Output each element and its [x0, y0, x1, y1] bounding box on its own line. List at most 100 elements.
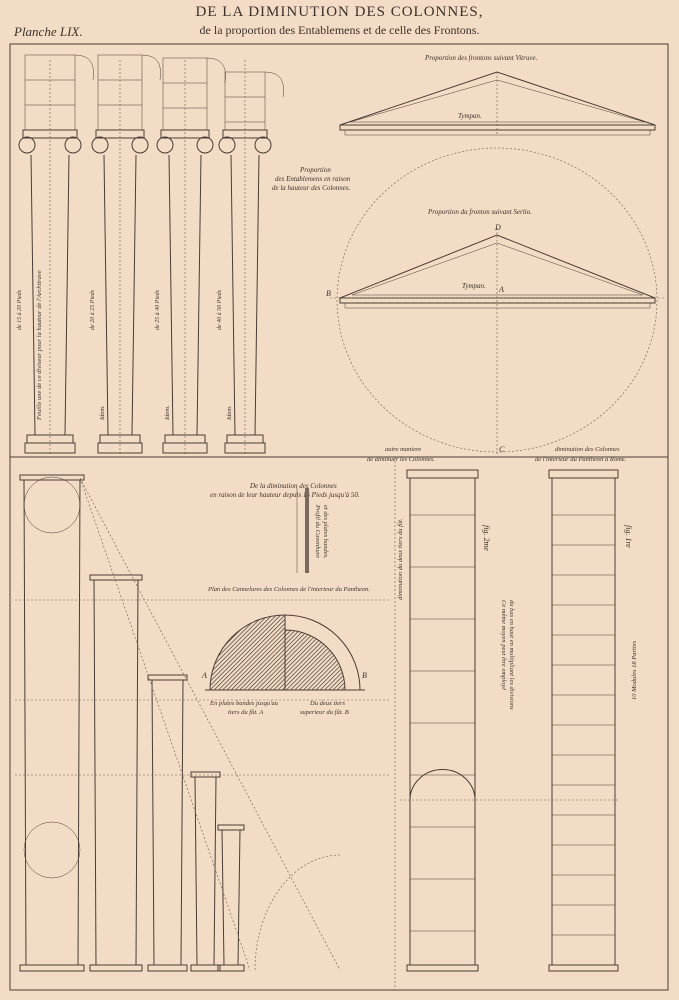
flute-plan	[205, 614, 365, 691]
plan-caption: Plan des Cannelures des Colonnes de l'in…	[207, 586, 370, 593]
plate-subtitle: de la proportion des Entablemens et de c…	[199, 23, 480, 37]
capital	[217, 824, 245, 831]
base	[548, 964, 619, 972]
caption-right-1: diminution des Colonnes	[555, 446, 620, 453]
construction-lines	[79, 477, 341, 971]
base	[406, 964, 479, 972]
ionic-column: Idem. de 25 à 40 Pieds	[154, 57, 226, 455]
serlio-tympan: Tympan.	[462, 282, 486, 290]
diminution-circle	[23, 821, 81, 879]
point-a: A	[498, 285, 504, 294]
cornice-profile	[264, 71, 284, 98]
column-height: de 20 à 25 Pieds	[90, 289, 96, 330]
pantheon-columns	[400, 469, 620, 972]
column-height: de 40 à 50 Pieds	[216, 289, 223, 330]
volute	[91, 136, 109, 154]
column-note: Idem.	[164, 405, 171, 421]
column-height: de 25 à 40 Pieds	[154, 289, 161, 330]
shaft-text: diminution du deux tiers du fût.	[397, 518, 404, 600]
shaft	[30, 154, 70, 436]
volute	[218, 136, 236, 154]
diminution-columns	[15, 474, 390, 972]
volute	[64, 136, 82, 154]
diminution-circle	[23, 476, 81, 534]
plain-column	[217, 824, 245, 972]
shaft	[194, 776, 217, 966]
capital	[89, 574, 143, 581]
cavenhure-profile	[296, 488, 309, 573]
pediment-vitruve	[339, 71, 656, 136]
vitruve-tympan: Tympan.	[458, 112, 482, 120]
shaft	[151, 679, 184, 966]
plate-number: Planche LIX.	[14, 24, 83, 39]
capital	[147, 674, 188, 681]
semicircle	[409, 769, 476, 801]
plinth	[224, 442, 266, 454]
volute	[196, 136, 214, 154]
note-b-2: superieur du fût. B	[300, 709, 349, 716]
profile-caption-1: Profil du Cavenhure	[314, 504, 321, 558]
note-b-1: Du deux tiers	[309, 700, 345, 707]
ionic-columns: Feuille une de ce diviseur pour la haute…	[17, 54, 284, 455]
point-d: D	[494, 223, 501, 232]
fig1-text: 10 Modules 18 Parties	[631, 640, 638, 700]
plain-column	[89, 574, 143, 972]
volute	[131, 136, 149, 154]
cornice-profile	[74, 54, 94, 81]
base	[217, 964, 245, 972]
base	[89, 964, 143, 972]
base	[147, 964, 188, 972]
volute	[254, 136, 272, 154]
pantheon-column	[548, 469, 619, 972]
base	[190, 964, 221, 972]
caption-right-2: de l'interieur du Pantheon à Rome.	[535, 456, 627, 463]
point-c: C	[499, 445, 505, 454]
column-note: Feuille une de ce diviseur pour la haute…	[36, 270, 43, 421]
bottom-left-caption-2: en raison de leur hauteur depuis 15 Pied…	[210, 491, 360, 499]
shaft	[23, 479, 81, 966]
side-text-1: Ce même moyen peut être employé	[500, 600, 507, 691]
serlio-caption: Proportion du fronton suivant Serlio.	[427, 208, 532, 216]
pediment-serlio	[330, 147, 665, 455]
plate-frame	[9, 43, 669, 991]
volute	[156, 136, 174, 154]
plain-column	[190, 771, 221, 972]
shaft	[221, 829, 241, 966]
volute	[18, 136, 36, 154]
pantheon-column	[406, 469, 479, 972]
caption-left-1: autre maniere	[385, 446, 421, 453]
shaft	[230, 154, 260, 436]
capital	[406, 469, 479, 479]
plinth	[24, 442, 76, 454]
profile-caption-2: et des plates bandes.	[322, 505, 329, 559]
ionic-column: Feuille une de ce diviseur pour la haute…	[17, 54, 94, 455]
plinth	[97, 442, 143, 454]
fig2-label: fig. 2me	[482, 525, 491, 551]
shaft	[168, 154, 202, 436]
note-a-2: tiers du fût. A	[228, 709, 263, 716]
ionic-column: Idem. de 20 à 25 Pieds	[90, 54, 161, 455]
shaft	[93, 579, 139, 966]
capital	[190, 771, 221, 778]
caption-left-2: de diminuer les Colonnes.	[367, 456, 435, 463]
point-b: B	[326, 289, 331, 298]
fig1-label: fig. 1re	[624, 525, 633, 548]
bottom-left-caption-1: De la diminution des Colonnes	[249, 482, 337, 490]
plate-title: DE LA DIMINUTION DES COLONNES,	[195, 4, 484, 20]
side-text-2: du bas en haut en multipliant les divisi…	[508, 600, 515, 710]
shaft	[551, 477, 616, 966]
cornice-profile	[206, 57, 226, 84]
ionic-column: Idem.de 40 à 50 Pieds	[216, 60, 284, 455]
letter-b: B	[362, 671, 367, 680]
column-note: Idem.	[99, 405, 106, 421]
entablature-caption-2: des Entablemens en raison	[275, 175, 351, 183]
letter-a: A	[201, 671, 207, 680]
base	[19, 964, 85, 972]
shaft	[103, 154, 137, 436]
vitruve-caption: Proportion des frontons suivant Vitruve.	[424, 54, 538, 62]
note-a-1: En plates bandes jusqu'au	[209, 700, 279, 707]
plain-column	[147, 674, 188, 972]
shaft	[409, 477, 476, 966]
column-height: de 15 à 20 Pieds	[17, 289, 23, 330]
